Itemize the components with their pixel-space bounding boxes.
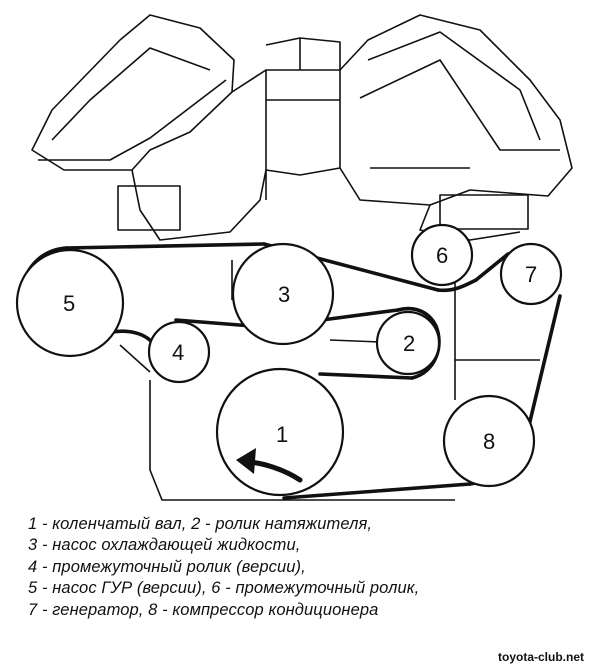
pulley-4-idler bbox=[147, 320, 211, 384]
pulley-7-alternator bbox=[499, 242, 563, 306]
pulley-label-3: 3 bbox=[278, 282, 290, 307]
pulley-label-6: 6 bbox=[436, 243, 448, 268]
pulley-2-tensioner bbox=[375, 310, 441, 376]
pulley-label-5: 5 bbox=[63, 291, 75, 316]
legend-line: 1 - коленчатый вал, 2 - ролик натяжителя… bbox=[28, 515, 373, 533]
pulley-label-7: 7 bbox=[525, 262, 537, 287]
pulley-3-water-pump bbox=[231, 242, 335, 346]
pulley-5-ps-pump bbox=[15, 248, 125, 358]
engine-outline bbox=[31, 14, 573, 501]
engine-belt-diagram: 1 2 3 4 5 6 7 8 bbox=[15, 14, 573, 501]
pulley-label-4: 4 bbox=[172, 340, 184, 365]
pulley-label-1: 1 bbox=[276, 422, 288, 447]
legend: 1 - коленчатый вал, 2 - ролик натяжителя… bbox=[28, 514, 588, 621]
legend-line: 7 - генератор, 8 - компрессор кондиционе… bbox=[28, 600, 379, 619]
pulley-label-2: 2 bbox=[403, 331, 415, 356]
pulley-8-ac-compressor bbox=[442, 394, 536, 488]
watermark: toyota-club.net bbox=[482, 648, 600, 666]
legend-line: 4 - промежуточный ролик (версии), bbox=[28, 557, 306, 576]
pulley-label-8: 8 bbox=[483, 429, 495, 454]
pulley-6-idler bbox=[410, 223, 474, 287]
legend-line: 3 - насос охлаждающей жидкости, bbox=[28, 536, 301, 555]
legend-line: 5 - насос ГУР (версии), 6 - промежуточны… bbox=[28, 579, 420, 598]
rotation-arrow-icon bbox=[236, 448, 303, 483]
